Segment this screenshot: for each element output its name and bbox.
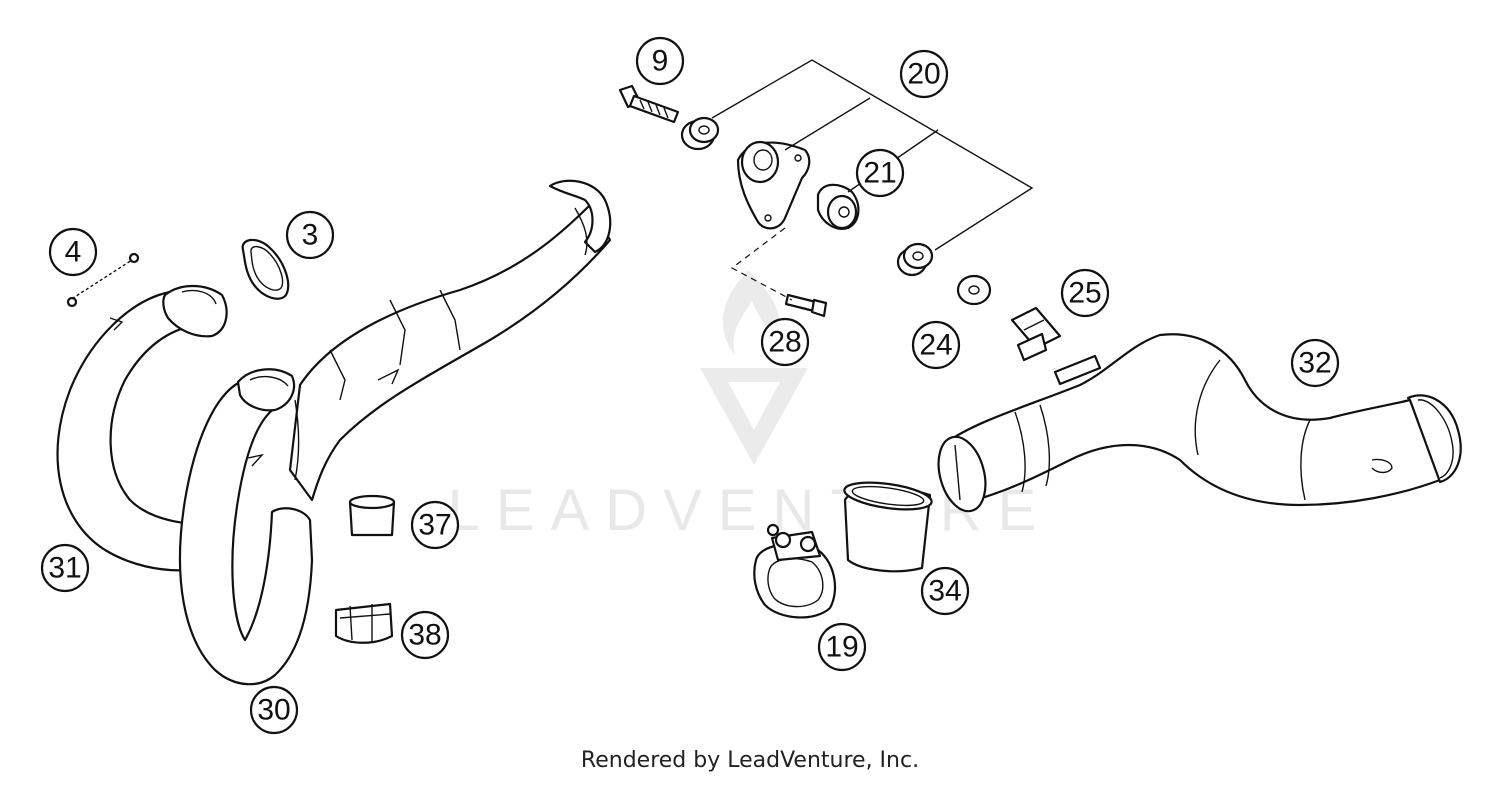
callout-label: 19 bbox=[825, 631, 858, 664]
callout-20[interactable]: 20 bbox=[899, 49, 949, 99]
callout-31[interactable]: 31 bbox=[40, 543, 90, 593]
callout-37[interactable]: 37 bbox=[410, 500, 460, 550]
header-pipe-30[interactable] bbox=[178, 368, 314, 686]
callout-32[interactable]: 32 bbox=[1290, 338, 1340, 388]
watermark-flame-icon bbox=[722, 270, 781, 355]
callout-label: 3 bbox=[302, 219, 319, 252]
leadventure-watermark: LEADVENTURE bbox=[448, 270, 1053, 543]
callout-21[interactable]: 21 bbox=[855, 148, 905, 198]
callout-label: 21 bbox=[863, 157, 896, 190]
bolt-28[interactable] bbox=[784, 293, 828, 318]
sleeve-37[interactable] bbox=[348, 494, 396, 537]
callout-label: 25 bbox=[1068, 277, 1101, 310]
callout-4[interactable]: 4 bbox=[48, 227, 98, 277]
gasket-part[interactable] bbox=[241, 238, 290, 300]
callout-label: 31 bbox=[48, 552, 81, 585]
callout-label: 9 bbox=[652, 45, 669, 78]
callout-label: 34 bbox=[928, 575, 961, 608]
bracket-20[interactable] bbox=[736, 140, 811, 230]
clamp-19[interactable] bbox=[753, 523, 837, 619]
callout-24[interactable]: 24 bbox=[911, 320, 961, 370]
callout-label: 20 bbox=[907, 58, 940, 91]
watermark-brand: LEADVENTURE bbox=[448, 478, 1053, 543]
callout-19[interactable]: 19 bbox=[817, 622, 867, 672]
callout-label: 28 bbox=[768, 326, 801, 359]
grommet-part[interactable] bbox=[816, 183, 860, 230]
callout-9[interactable]: 9 bbox=[635, 36, 685, 86]
callout-38[interactable]: 38 bbox=[400, 610, 450, 660]
callout-label: 4 bbox=[65, 236, 82, 269]
footer-credit: Rendered by LeadVenture, Inc. bbox=[580, 748, 920, 773]
callout-label: 38 bbox=[408, 619, 441, 652]
lower-spacer-part[interactable] bbox=[896, 242, 934, 277]
callout-30[interactable]: 30 bbox=[249, 685, 299, 735]
clamp-38[interactable] bbox=[334, 602, 394, 644]
bolt-9[interactable] bbox=[618, 84, 680, 124]
clip-nut-25[interactable] bbox=[1010, 306, 1062, 362]
callout-25[interactable]: 25 bbox=[1060, 268, 1110, 318]
callout-label: 30 bbox=[257, 694, 290, 727]
callout-label: 32 bbox=[1298, 347, 1331, 380]
callout-label: 37 bbox=[418, 509, 451, 542]
sleeve-ring-34[interactable] bbox=[843, 478, 933, 573]
connecting-pipe-32[interactable] bbox=[931, 333, 1462, 516]
spacer-part[interactable] bbox=[680, 116, 720, 151]
silencer-body-part[interactable] bbox=[288, 179, 612, 502]
callout-3[interactable]: 3 bbox=[285, 210, 335, 260]
callout-34[interactable]: 34 bbox=[920, 566, 970, 616]
watermark-v-icon bbox=[700, 368, 808, 465]
spring-part[interactable] bbox=[66, 252, 140, 308]
callout-label: 24 bbox=[919, 329, 952, 362]
callout-28[interactable]: 28 bbox=[760, 317, 810, 367]
washer-24[interactable] bbox=[956, 274, 992, 306]
